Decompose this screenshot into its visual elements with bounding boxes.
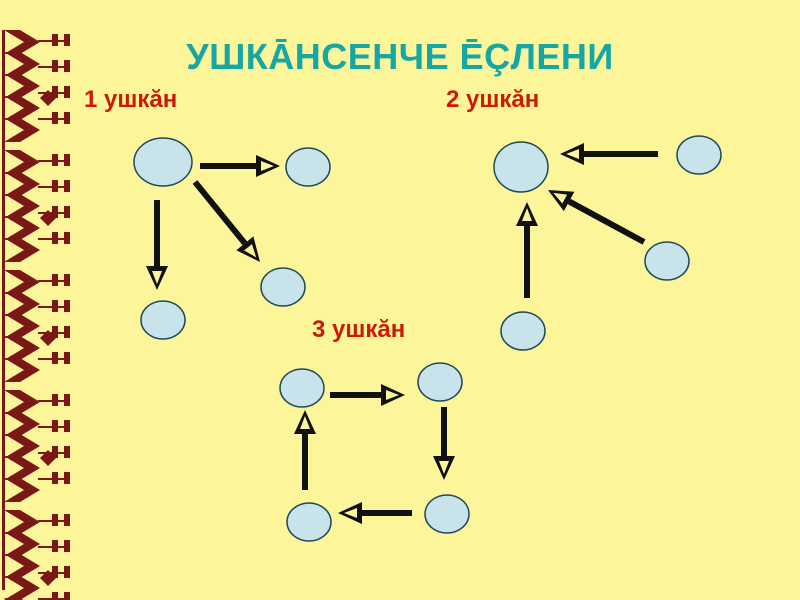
- type-2-arrow-from-bottom: [516, 202, 538, 298]
- type-2-node-lower-right: [644, 241, 690, 281]
- type-1-arrow-down: [146, 200, 168, 290]
- type-3-node-bottom-left: [286, 502, 332, 542]
- type-3-node-top-right: [417, 362, 463, 402]
- page-title: УШКĀНСЕНЧЕ ĒÇЛЕНИ: [186, 36, 614, 77]
- type-3-node-bottom-right: [424, 494, 470, 534]
- ornament-motif: [4, 390, 70, 502]
- type-1-diagram: [133, 137, 331, 340]
- type-2-node-right: [676, 135, 722, 175]
- ornament-motif: [4, 510, 70, 600]
- type-3-diagram: [279, 362, 470, 542]
- type-2-arrow-from-right: [560, 143, 658, 165]
- ornament-spine: [2, 30, 5, 590]
- ornament-motif: [4, 270, 70, 382]
- type-2-node-bottom: [500, 311, 546, 351]
- type-3-node-top-left: [279, 368, 325, 408]
- type-1-node-diagonal: [260, 267, 306, 307]
- ornament-motif: [4, 150, 70, 262]
- type-3-arrow-bottom: [338, 502, 412, 524]
- type-3-arrow-right: [433, 407, 455, 480]
- type-1-arrow-diagonal: [192, 180, 260, 262]
- type-1-label: 1 ушкăн: [84, 86, 178, 113]
- type-2-arrow-from-lower-right: [548, 190, 646, 245]
- ornament-motif: [4, 30, 70, 142]
- type-2-label: 2 ушкăн: [446, 86, 540, 113]
- type-2-center-node: [493, 141, 549, 193]
- folk-ornament-border: [0, 0, 75, 600]
- type-1-node-right: [285, 147, 331, 187]
- type-3-arrow-left: [294, 410, 316, 490]
- type-1-center-node: [133, 137, 193, 187]
- type-3-label: 3 ушкăн: [312, 316, 406, 343]
- type-1-arrow-right: [200, 155, 280, 177]
- type-1-node-bottom: [140, 300, 186, 340]
- type-3-arrow-top: [330, 384, 405, 406]
- type-2-diagram: [493, 135, 722, 351]
